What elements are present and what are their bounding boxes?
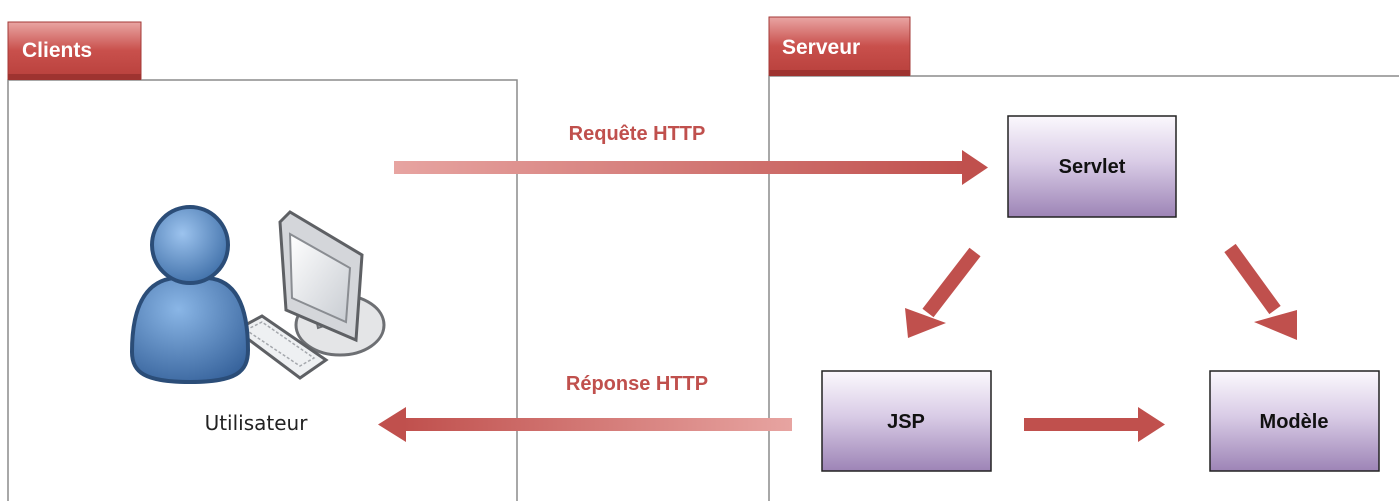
server-title: Serveur [782,36,860,59]
servlet-label: Servlet [1059,156,1126,178]
jsp-to-model-arrow [1024,407,1165,442]
jsp-box: JSP [821,370,992,472]
servlet-to-model-arrow [1224,243,1297,340]
model-box: Modèle [1209,370,1380,472]
model-label: Modèle [1260,411,1329,433]
user-computer-icon [129,205,386,385]
servlet-to-jsp-arrow [905,247,981,338]
clients-title: Clients [22,39,92,62]
clients-tab: Clients [7,21,142,80]
server-panel: Serveur [768,16,1399,501]
servlet-box: Servlet [1007,115,1177,218]
jsp-label: JSP [887,411,925,433]
user-label: Utilisateur [205,411,309,435]
server-tab: Serveur [768,16,911,76]
clients-panel: Clients [7,21,518,501]
request-arrow [394,150,988,185]
request-label: Requête HTTP [569,123,706,145]
response-arrow [378,407,792,442]
clients-panel-border [7,79,518,501]
response-label: Réponse HTTP [566,373,708,395]
